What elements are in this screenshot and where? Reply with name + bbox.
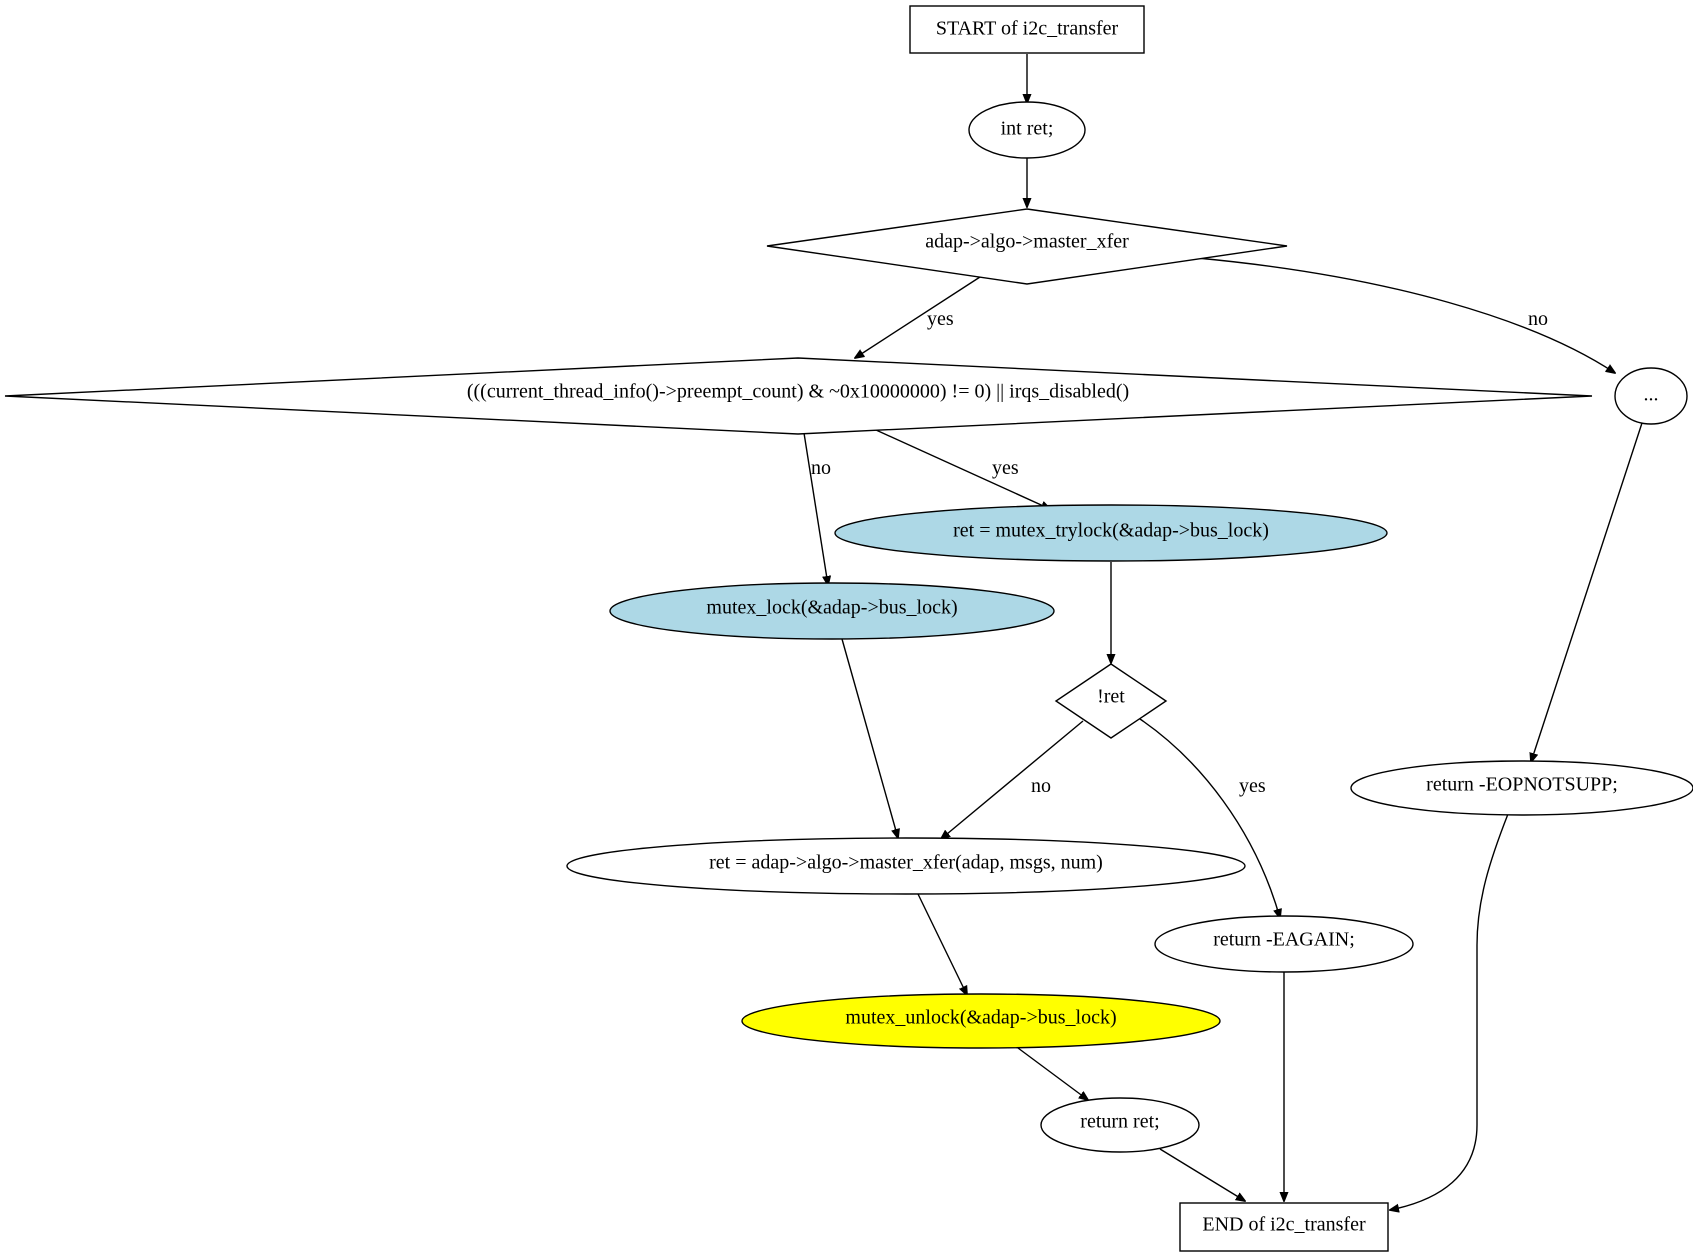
edge-label-yes: yes (927, 308, 954, 330)
not-ret-check-label: !ret (1097, 686, 1125, 708)
return-eopnotsupp-label: return -EOPNOTSUPP; (1426, 774, 1618, 796)
mutex-unlock-label: mutex_unlock(&adap->bus_lock) (845, 1007, 1116, 1029)
ellipsis-node: ... (1614, 367, 1688, 425)
int-ret-node: int ret; (968, 101, 1086, 159)
edge-label-no: no (811, 457, 831, 479)
ellipsis-node-label: ... (1644, 384, 1659, 406)
edge-return-eopnotsupp-to-end (1390, 813, 1509, 1210)
end-node-label: END of i2c_transfer (1202, 1214, 1366, 1236)
call-master-xfer-label: ret = adap->algo->master_xfer(adap, msgs… (709, 852, 1103, 874)
master-xfer-check-node: adap->algo->master_xfer (766, 208, 1288, 285)
return-eagain-node: return -EAGAIN; (1154, 915, 1414, 973)
end-node: END of i2c_transfer (1179, 1202, 1389, 1252)
return-ret-label: return ret; (1080, 1111, 1159, 1133)
atomic-context-check-label: (((current_thread_info()->preempt_count)… (467, 381, 1129, 403)
call-master-xfer-node: ret = adap->algo->master_xfer(adap, msgs… (566, 837, 1246, 895)
return-eagain-label: return -EAGAIN; (1213, 929, 1355, 951)
mutex-trylock-node: ret = mutex_trylock(&adap->bus_lock) (834, 504, 1388, 562)
mutex-unlock-node: mutex_unlock(&adap->bus_lock) (741, 993, 1221, 1049)
edge-lock-to-call-master-xfer (841, 638, 898, 838)
edge-unlock-to-return-ret (1017, 1047, 1088, 1100)
edge-label-yes: yes (992, 457, 1019, 479)
return-ret-node: return ret; (1040, 1097, 1200, 1153)
int-ret-node-label: int ret; (1001, 118, 1054, 140)
atomic-context-check-node: (((current_thread_info()->preempt_count)… (4, 357, 1593, 435)
edge-label-no: no (1031, 775, 1051, 797)
edge-ellipsis-to-return-eopnotsupp (1531, 422, 1643, 762)
start-node: START of i2c_transfer (909, 5, 1145, 54)
mutex-lock-label: mutex_lock(&adap->bus_lock) (706, 597, 957, 619)
mutex-trylock-label: ret = mutex_trylock(&adap->bus_lock) (953, 520, 1269, 542)
mutex-lock-node: mutex_lock(&adap->bus_lock) (609, 582, 1055, 640)
edge-atomic-check-no (803, 432, 828, 585)
edges: yes no no yes no yes (803, 54, 1643, 1210)
edge-not-ret-check-yes (1139, 718, 1280, 918)
edge-master-xfer-check-yes (855, 276, 981, 358)
edge-label-yes: yes (1239, 775, 1266, 797)
return-eopnotsupp-node: return -EOPNOTSUPP; (1350, 760, 1693, 816)
edge-not-ret-check-no (941, 720, 1084, 839)
edge-master-xfer-check-no (1196, 257, 1615, 373)
edge-atomic-check-yes (875, 429, 1050, 509)
edge-return-ret-to-end (1159, 1148, 1245, 1201)
edge-label-no: no (1528, 308, 1548, 330)
start-node-label: START of i2c_transfer (936, 18, 1119, 40)
master-xfer-check-label: adap->algo->master_xfer (925, 231, 1129, 253)
not-ret-check-node: !ret (1054, 663, 1168, 739)
nodes: START of i2c_transfer int ret; adap->alg… (4, 5, 1693, 1252)
edge-call-master-xfer-to-unlock (917, 893, 967, 995)
